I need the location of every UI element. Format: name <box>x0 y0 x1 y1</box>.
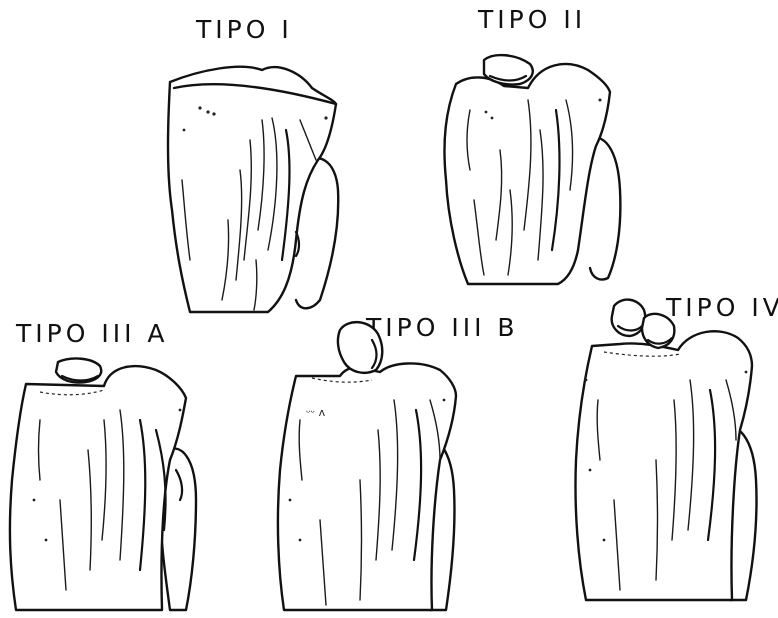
panel-tipo-i: TIPO I <box>168 15 338 312</box>
panel-tipo-iii-a: TIPO III A <box>10 319 196 610</box>
panel-label-tipo-iv: TIPO IV <box>665 293 778 322</box>
bone-drawing-tipo-iv <box>575 300 756 600</box>
bone-drawing-tipo-i <box>168 67 338 312</box>
bone-texture-marks: ᵕᵕ ᴧ <box>306 406 326 419</box>
panel-label-tipo-iii-a: TIPO III A <box>15 319 169 348</box>
bone-drawing-tipo-iii-b: ᵕᵕ ᴧ <box>278 322 456 610</box>
panel-label-tipo-iii-b: TIPO III B <box>365 313 519 342</box>
bone-drawing-tipo-ii <box>444 55 620 284</box>
panel-label-tipo-i: TIPO I <box>195 15 293 44</box>
bone-drawing-tipo-iii-a <box>10 359 196 610</box>
panel-tipo-iv: TIPO IV <box>575 293 778 600</box>
panel-label-tipo-ii: TIPO II <box>477 5 586 34</box>
panel-tipo-ii: TIPO II <box>444 5 620 284</box>
panel-tipo-iii-b: TIPO III B ᵕᵕ ᴧ <box>278 313 519 610</box>
